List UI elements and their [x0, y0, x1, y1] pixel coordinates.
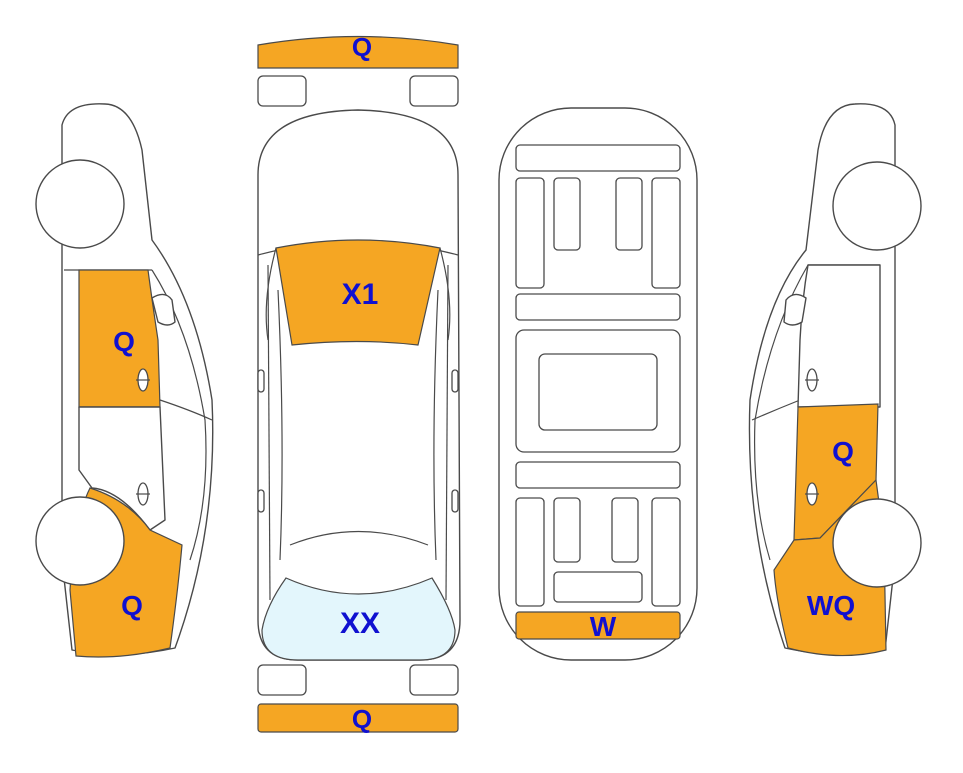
top-view: Q X1 XX Q	[257, 32, 461, 734]
left-side-view: Q Q	[35, 103, 214, 658]
right-a-pillar	[439, 247, 451, 341]
left-handle-rear	[136, 482, 150, 506]
underbody-rear-code: W	[590, 611, 617, 642]
right-handle-front	[805, 368, 819, 392]
front-bumper[interactable]	[257, 35, 459, 69]
right-handle	[451, 489, 459, 513]
windshield-code: X1	[342, 278, 379, 311]
left-a-pillar	[265, 247, 277, 341]
underbody-front-left-rail	[515, 177, 545, 289]
underbody-rear-right-inner	[611, 497, 639, 563]
underbody-mid-bar-1	[515, 293, 681, 321]
rear-window-code: XX	[340, 607, 380, 640]
underbody-rear-section[interactable]	[515, 611, 681, 640]
front-right-light	[409, 75, 459, 107]
underbody-front-left-inner	[553, 177, 581, 251]
windshield[interactable]	[275, 239, 441, 346]
underbody-rear-crossmember	[553, 571, 643, 603]
left-b-pillar	[159, 399, 213, 421]
right-front-wheel	[832, 161, 922, 251]
right-rear-quarter-code: WQ	[807, 590, 855, 621]
right-rear-door-code: Q	[832, 436, 854, 467]
left-mirror	[257, 369, 265, 393]
rear-bumper[interactable]	[257, 703, 459, 733]
right-b-pillar	[751, 399, 801, 421]
rear-right-light	[409, 664, 459, 696]
underbody-front-right-inner	[615, 177, 643, 251]
underbody-view: W	[498, 107, 698, 661]
right-side-line-inner	[433, 289, 439, 561]
underbody-center-panel	[538, 353, 658, 431]
rear-bumper-code: Q	[352, 704, 372, 734]
right-mirror	[783, 293, 807, 326]
underbody-front-right-rail	[651, 177, 681, 289]
left-front-wheel	[35, 159, 125, 249]
underbody-rear-right-rail	[651, 497, 681, 607]
front-left-light	[257, 75, 307, 107]
left-side-line	[267, 264, 271, 601]
underbody-front-crossmember	[515, 144, 681, 172]
left-handle	[257, 489, 265, 513]
right-side-line	[445, 264, 449, 601]
top-body-outline	[257, 109, 461, 661]
front-bumper-code: Q	[352, 32, 372, 62]
roof-rear-line	[289, 530, 429, 546]
left-mirror	[151, 293, 176, 326]
left-handle-front	[136, 368, 150, 392]
underbody-rear-left-inner	[553, 497, 581, 563]
right-mirror	[451, 369, 459, 393]
underbody-rear-left-rail	[515, 497, 545, 607]
left-side-line-inner	[277, 289, 283, 561]
right-side-view: Q WQ	[748, 103, 922, 657]
right-handle-rear	[805, 482, 819, 506]
left-rear-quarter-code: Q	[121, 590, 143, 621]
rear-left-light	[257, 664, 307, 696]
left-front-door-code: Q	[113, 326, 135, 357]
left-rear-wheel	[35, 496, 125, 586]
underbody-mid-bar-2	[515, 461, 681, 489]
right-rear-wheel	[832, 498, 922, 588]
rear-window[interactable]	[261, 577, 456, 661]
